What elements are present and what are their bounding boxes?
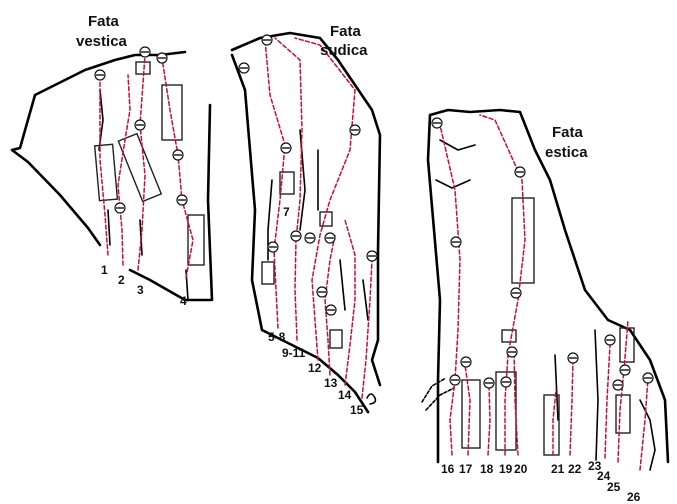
face-title-south: sudica xyxy=(320,42,368,59)
route-line-3 xyxy=(138,55,145,270)
west-face-roof xyxy=(136,62,150,74)
east-face-crack xyxy=(640,400,655,470)
east-face-dihedral xyxy=(512,198,534,283)
west-face-dihedral xyxy=(95,144,118,200)
south-face-dihedral xyxy=(330,330,342,348)
route-line-23-24 xyxy=(605,345,610,458)
route-number: 5-8 xyxy=(268,330,286,344)
route-number: 1 xyxy=(101,263,108,277)
route-number: 14 xyxy=(338,388,352,402)
route-number: 15 xyxy=(350,403,364,417)
east-face-dihedral xyxy=(616,395,630,433)
route-line-26 xyxy=(640,378,648,470)
face-title-west: vestica xyxy=(76,33,128,50)
south-face-outline xyxy=(232,33,380,412)
face-title-south: Fata xyxy=(330,23,362,40)
route-number: 4 xyxy=(180,294,187,308)
route-number: 17 xyxy=(459,462,473,476)
route-line-19 xyxy=(480,115,525,455)
route-line-14 xyxy=(345,220,355,385)
route-number: 22 xyxy=(568,462,582,476)
route-number: 12 xyxy=(308,361,322,375)
belay-station-icon xyxy=(239,35,377,315)
east-face-dihedral xyxy=(502,330,516,342)
route-number: 7 xyxy=(283,205,290,219)
route-number: 3 xyxy=(137,283,144,297)
east-face-outline xyxy=(428,110,668,462)
south-face xyxy=(232,33,380,412)
east-face-crack xyxy=(555,330,598,460)
route-number: 16 xyxy=(441,462,455,476)
face-title-east: estica xyxy=(545,144,588,161)
route-line-16 xyxy=(440,125,460,455)
east-face xyxy=(422,110,668,470)
route-line-2 xyxy=(118,75,130,265)
east-face-crack xyxy=(436,140,475,188)
route-number: 9-11 xyxy=(282,346,306,360)
route-line-21 xyxy=(553,390,556,455)
south-face-dihedral xyxy=(262,262,274,284)
route-number: 25 xyxy=(607,480,621,494)
route-number: 18 xyxy=(480,462,494,476)
south-face-crack xyxy=(367,394,375,404)
route-line-22 xyxy=(570,360,573,455)
route-number: 19 xyxy=(499,462,513,476)
route-number: 20 xyxy=(514,462,528,476)
route-number: 26 xyxy=(627,490,641,504)
west-face-dihedral xyxy=(162,85,182,140)
route-line-17 xyxy=(465,365,470,455)
route-number: 2 xyxy=(118,273,125,287)
face-title-east: Fata xyxy=(552,124,584,141)
west-face xyxy=(12,47,212,300)
route-line-9-11 xyxy=(275,38,302,340)
route-number: 21 xyxy=(551,462,565,476)
route-line-5-8 xyxy=(265,40,285,328)
west-face-dihedral xyxy=(118,134,161,202)
face-title-west: Fata xyxy=(88,13,120,30)
east-face-dihedral xyxy=(462,380,480,448)
route-line-18 xyxy=(488,385,490,455)
route-number: 13 xyxy=(324,376,338,390)
